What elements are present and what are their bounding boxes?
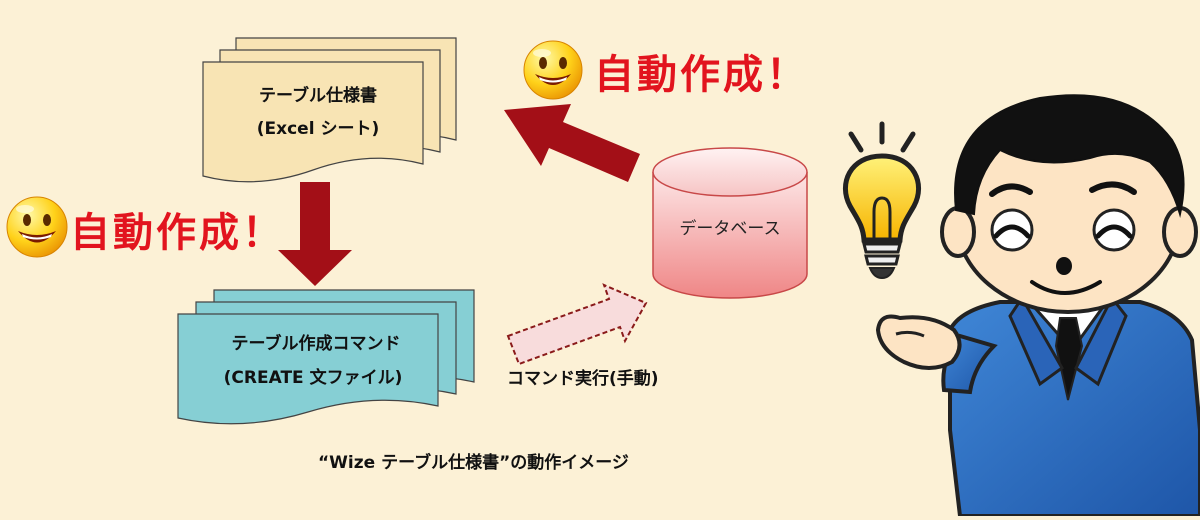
create-doc-line2: (CREATE 文ファイル) [224,367,403,388]
diagram-caption: “Wize テーブル仕様書”の動作イメージ [318,452,629,473]
spec-doc-line1: テーブル仕様書 [259,85,377,106]
spec-page-front [202,61,424,183]
manual-command-arrow [506,283,648,366]
auto-create-arrow-down [278,182,352,286]
spec-document-stack: テーブル仕様書 (Excel シート) [202,37,457,183]
smiley-icon-left [6,196,68,258]
create-document-stack: テーブル作成コマンド (CREATE 文ファイル) [177,289,475,425]
businessman-illustration [875,94,1200,518]
create-doc-line1: テーブル作成コマンド [232,333,401,354]
create-page-front [177,313,439,425]
spec-doc-line2: (Excel シート) [257,119,379,139]
database-cylinder: データベース [652,147,808,299]
smiley-icon-top [523,40,583,100]
auto-create-arrow-upleft [504,104,640,182]
manual-command-label: コマンド実行(手動) [507,368,659,389]
auto-create-label-left: 自動作成！ [70,210,285,256]
auto-create-label-top: 自動作成！ [594,52,809,98]
lightbulb-icon [843,121,921,280]
database-label: データベース [679,218,780,239]
